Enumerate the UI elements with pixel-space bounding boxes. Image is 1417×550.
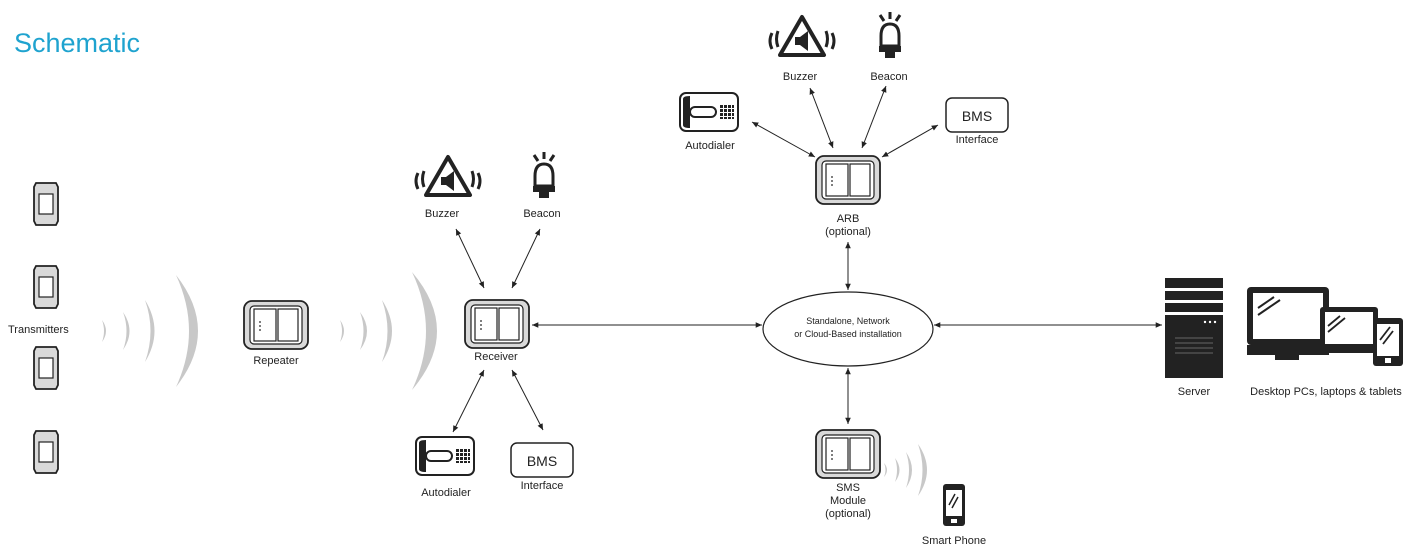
- network-label-line1: Standalone, Network: [806, 316, 890, 326]
- beacon-icon: [877, 10, 903, 60]
- repeater-label: Repeater: [253, 355, 299, 367]
- autodialer-icon: [415, 436, 475, 476]
- page-title: Schematic: [14, 28, 140, 58]
- transmitter-icon: [33, 265, 59, 309]
- arb-icon: [815, 155, 881, 205]
- autodialer-label-top: Autodialer: [685, 140, 735, 152]
- receiver-icon: [464, 299, 530, 349]
- autodialer-icon: [679, 92, 739, 132]
- transmitter-icon: [33, 182, 59, 226]
- connector-arrow: [452, 369, 485, 433]
- connector-arrow: [511, 369, 544, 431]
- network-ellipse: [762, 291, 934, 367]
- beacon-label-left: Beacon: [523, 208, 560, 220]
- connector-arrow: [511, 228, 541, 289]
- sms-label-line2: Module: [830, 495, 866, 507]
- wireless-wave-icon: [340, 272, 437, 390]
- connector-arrow: [881, 124, 939, 158]
- sms-module-icon: [815, 429, 881, 479]
- autodialer-label-left: Autodialer: [421, 487, 471, 499]
- server-label: Server: [1178, 386, 1211, 398]
- arb-label: ARB: [837, 213, 860, 225]
- desktop-devices-icon: [1247, 287, 1403, 366]
- server-icon: [1165, 278, 1223, 378]
- arb-optional-label: (optional): [825, 226, 871, 238]
- beacon-icon: [531, 150, 557, 200]
- buzzer-label-top: Buzzer: [783, 71, 818, 83]
- buzzer-icon: [414, 155, 482, 197]
- bms-label-top: BMS: [962, 108, 992, 124]
- transmitter-icon: [33, 346, 59, 390]
- transmitters-label: Transmitters: [8, 324, 69, 336]
- connector-arrow: [455, 228, 485, 289]
- connector-arrow: [809, 87, 834, 149]
- connector-arrow: [861, 85, 887, 149]
- network-label-line2: or Cloud-Based installation: [794, 329, 902, 339]
- interface-label-top: Interface: [956, 134, 999, 146]
- buzzer-label-left: Buzzer: [425, 208, 460, 220]
- desktop-devices-label: Desktop PCs, laptops & tablets: [1250, 386, 1402, 398]
- interface-label-left: Interface: [521, 480, 564, 492]
- sms-label-line3: (optional): [825, 508, 871, 520]
- buzzer-icon: [768, 15, 836, 57]
- connector-arrow: [751, 121, 816, 158]
- transmitter-icon: [33, 430, 59, 474]
- smartphone-icon: [943, 484, 965, 526]
- repeater-icon: [243, 300, 309, 350]
- sms-label-line1: SMS: [836, 482, 860, 494]
- bms-label-left: BMS: [527, 453, 557, 469]
- smartphone-label: Smart Phone: [922, 535, 986, 547]
- wireless-wave-icon: [102, 275, 198, 387]
- beacon-label-top: Beacon: [870, 71, 907, 83]
- wireless-wave-icon: [884, 444, 927, 496]
- receiver-label: Receiver: [474, 351, 518, 363]
